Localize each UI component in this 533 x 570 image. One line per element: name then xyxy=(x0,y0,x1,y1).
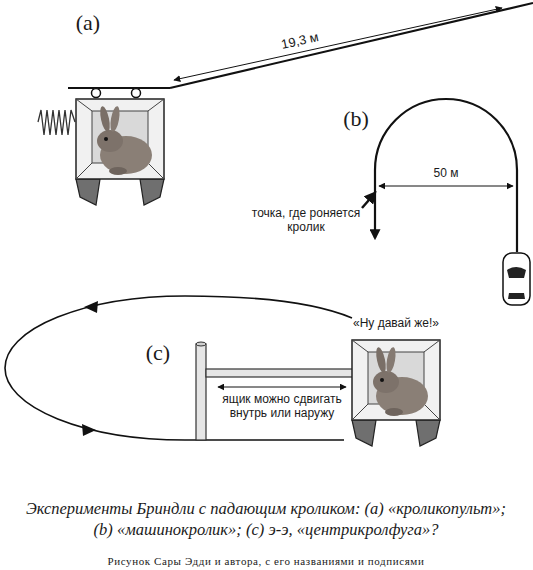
speech-note: «Ну давай же!» xyxy=(336,316,456,330)
pole-top xyxy=(196,342,206,346)
pole xyxy=(196,344,206,440)
rotation-arrow xyxy=(84,301,98,313)
slide-arrow xyxy=(218,387,346,388)
car-body xyxy=(503,253,530,305)
dimension-label: 50 м xyxy=(416,166,476,180)
track xyxy=(68,87,170,89)
arm xyxy=(206,369,354,377)
leader-arrow xyxy=(362,193,375,208)
rabbit-box xyxy=(352,340,440,446)
panel-letter: (c) xyxy=(128,340,188,366)
slide-note: ящик можно сдвигать внутрь или наружу xyxy=(216,392,348,420)
wheel xyxy=(132,89,141,98)
panel-letter: (b) xyxy=(326,106,386,132)
figure-caption: Эксперименты Бриндли с падающим кроликом… xyxy=(20,498,512,540)
callout-note: точка, где роняется кролик xyxy=(247,206,365,234)
rabbit-box xyxy=(76,99,164,205)
dimension-line xyxy=(379,186,513,187)
car-rear-window xyxy=(508,293,525,299)
rotation-arrow xyxy=(82,424,96,436)
track xyxy=(170,3,533,88)
credit-line: Рисунок Сары Эдди и автора, с его назван… xyxy=(6,555,526,568)
car-windshield xyxy=(507,267,526,278)
rotation-path xyxy=(5,296,352,440)
car-route xyxy=(375,99,517,252)
panel-letter: (a) xyxy=(58,10,118,36)
dimension-line xyxy=(174,8,502,80)
spring xyxy=(38,110,75,135)
wheel xyxy=(92,89,101,98)
